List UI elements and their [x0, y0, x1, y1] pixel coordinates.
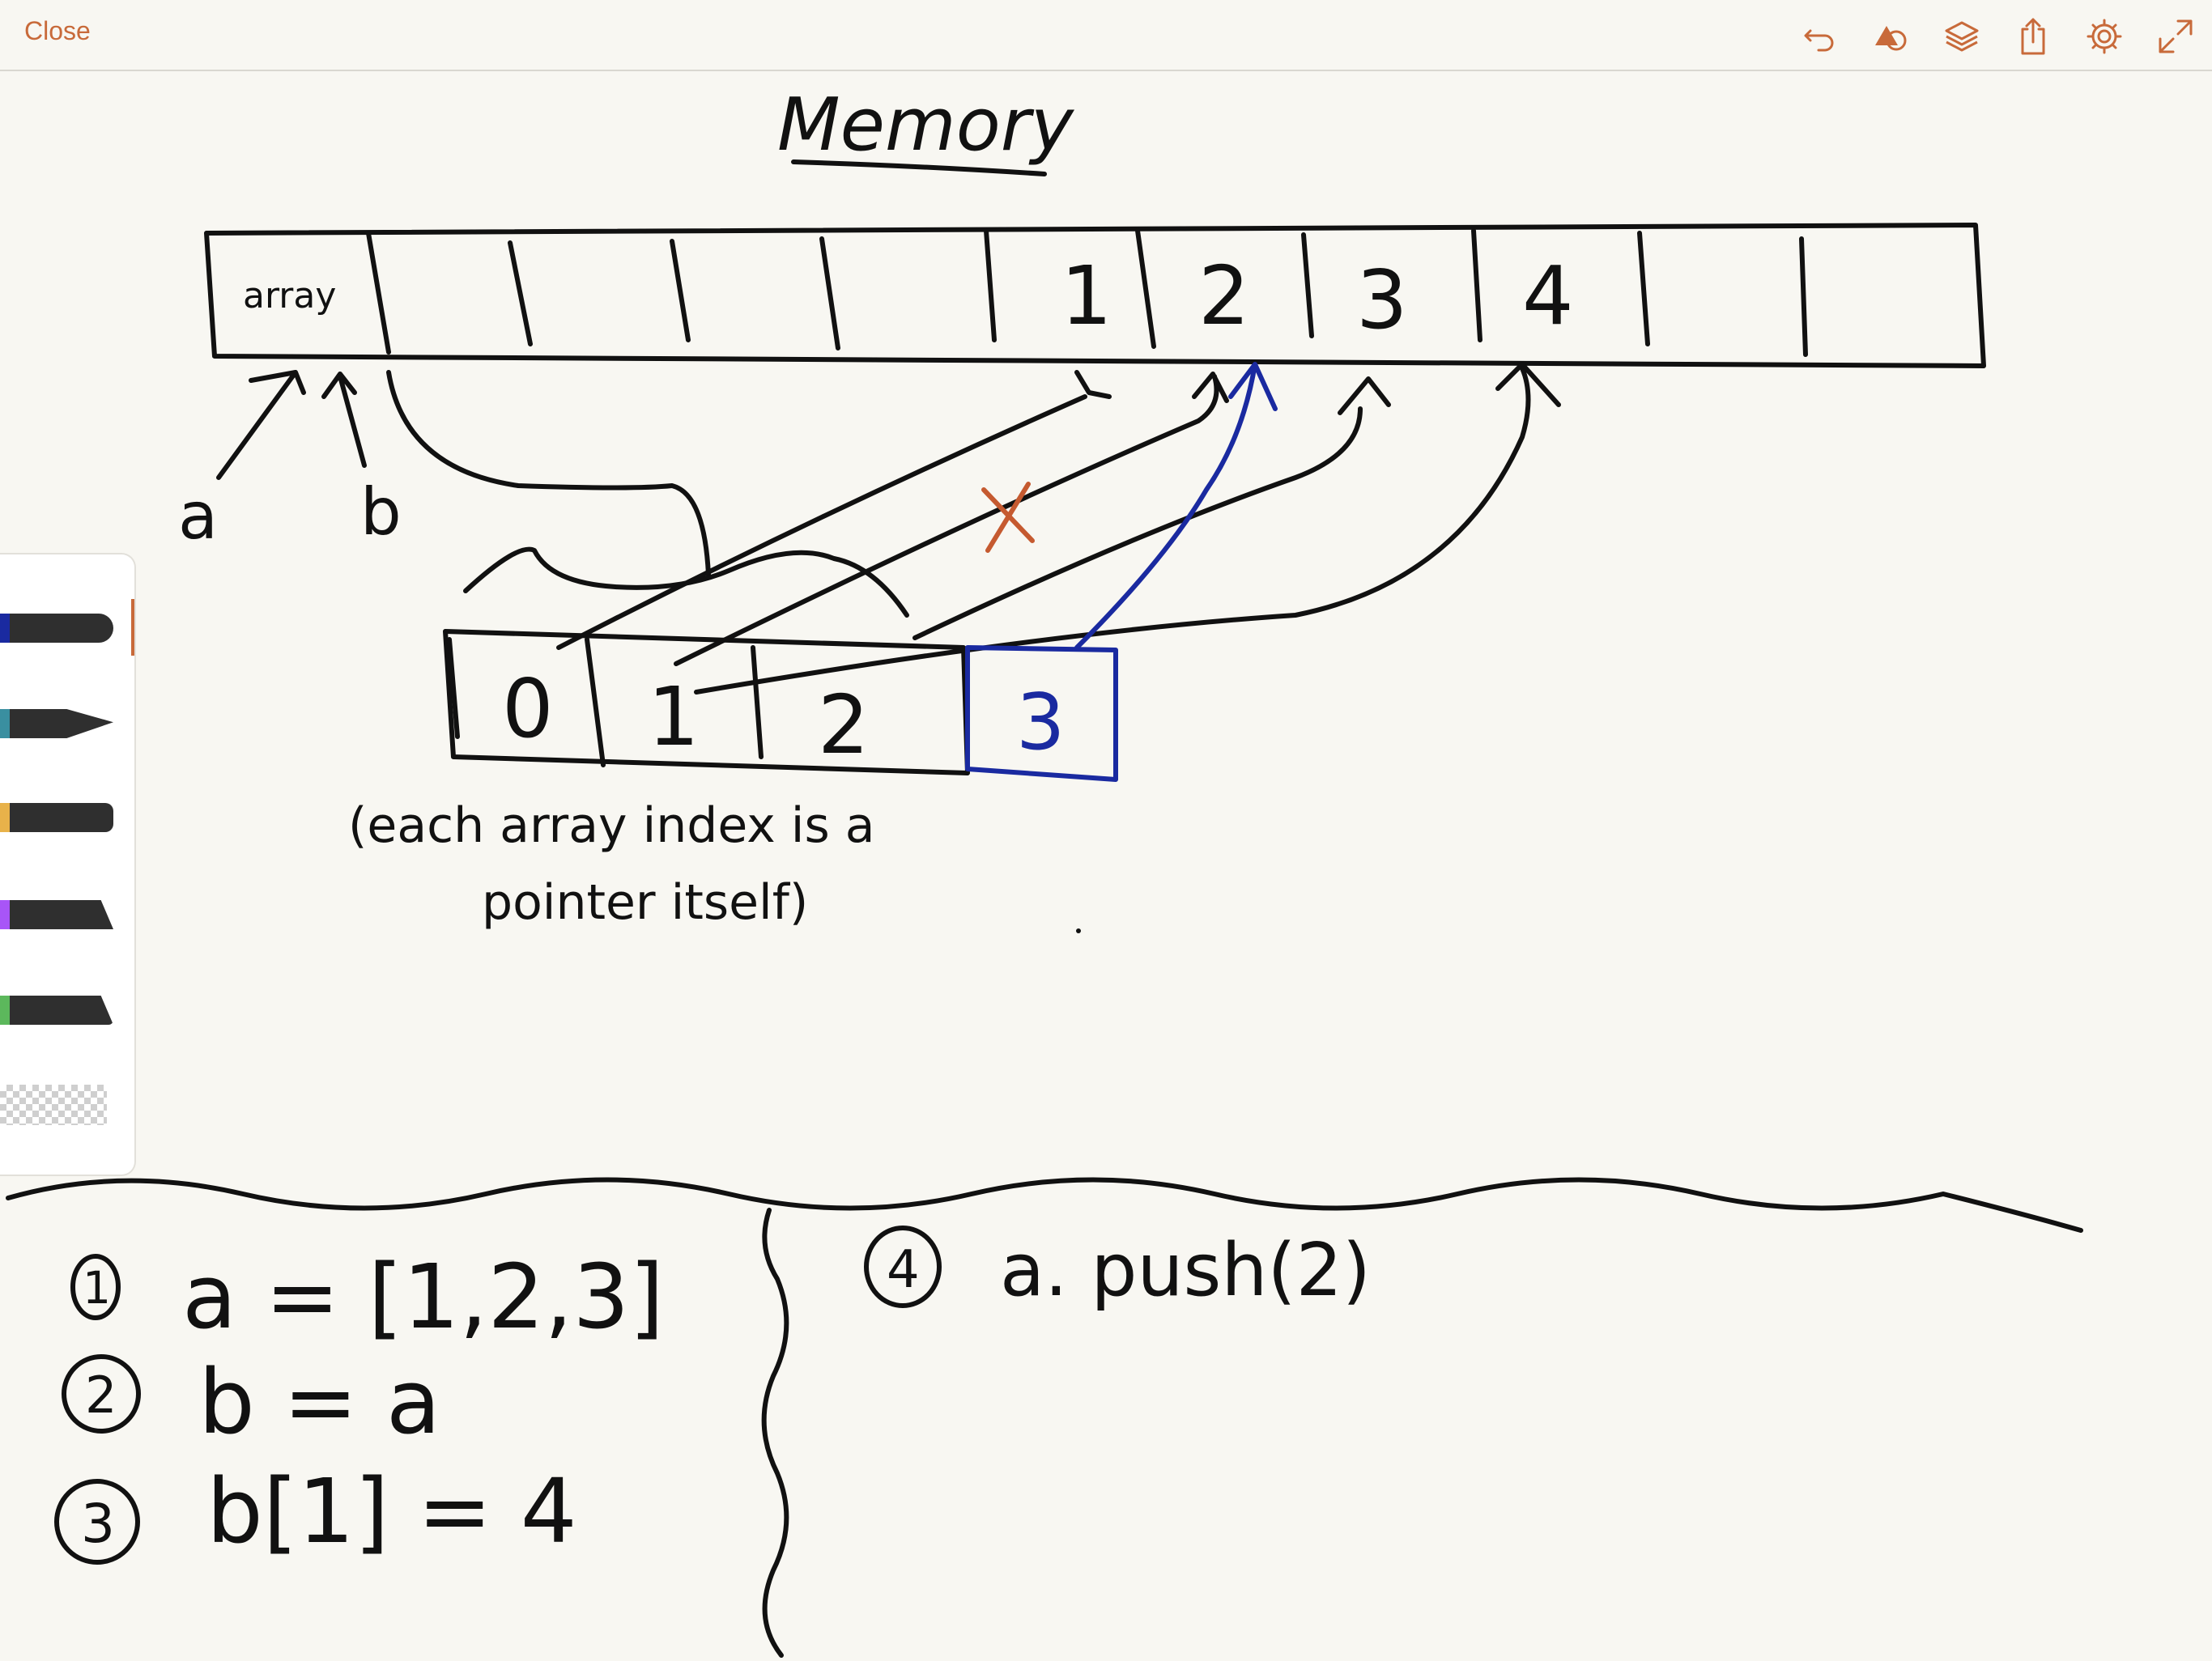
array-cell: 1: [648, 669, 700, 764]
toolbar: Close: [0, 0, 2212, 71]
highlighter-tool[interactable]: [0, 895, 117, 934]
step-number: 3: [81, 1493, 115, 1555]
column-divider: [761, 1208, 789, 1658]
step-code: a = [1,2,3]: [182, 1245, 664, 1349]
pointer-label-b: b: [360, 474, 402, 550]
memory-row: array 1 2 3 4: [204, 223, 1986, 368]
pen-color-swatch: [0, 614, 10, 643]
array-new-cell: 3: [965, 362, 1278, 782]
highlighter-body: [10, 900, 113, 929]
step-code: a. push(2): [1000, 1228, 1371, 1313]
red-x-mark: [981, 482, 1035, 553]
sketch: Memory array 1 2 3 4 a b: [6, 83, 2083, 1658]
array-cell: 3: [1016, 678, 1065, 767]
fullscreen-icon[interactable]: [2155, 16, 2196, 57]
step-code: b[1] = 4: [206, 1459, 577, 1563]
shapes-icon[interactable]: [1870, 16, 1911, 57]
marker-color-swatch: [0, 803, 10, 832]
marker-body: [10, 803, 113, 832]
fountain-pen-color-swatch: [0, 996, 10, 1025]
eraser-tool[interactable]: [0, 1085, 107, 1125]
note-line-1: (each array index is a: [348, 797, 875, 854]
pen-body: [10, 614, 113, 643]
step-number: 1: [83, 1262, 111, 1314]
step-number: 2: [85, 1366, 117, 1425]
undo-icon[interactable]: [1799, 16, 1840, 57]
pointer-arrows: a b: [178, 370, 402, 554]
tool-palette: [0, 553, 136, 1176]
array-cell: 2: [818, 678, 870, 772]
ink-dot: [1076, 928, 1081, 933]
pen-tool[interactable]: [0, 609, 117, 648]
selected-tool-indicator: [131, 599, 134, 656]
memory-cell-value: 2: [1198, 249, 1250, 343]
memory-cell-value: 3: [1356, 253, 1408, 347]
fountain-pen-tool[interactable]: [0, 991, 117, 1030]
step-code: b = a: [198, 1350, 440, 1454]
array-box: 0 1 2: [443, 629, 970, 775]
close-button[interactable]: Close: [24, 16, 91, 45]
note-line-2: pointer itself): [482, 874, 808, 931]
drawing-canvas[interactable]: Memory array 1 2 3 4 a b: [0, 71, 2212, 1658]
fountain-pen-body: [10, 996, 113, 1025]
marker-tool[interactable]: [0, 798, 117, 837]
share-icon[interactable]: [2013, 16, 2053, 57]
layers-icon[interactable]: [1942, 16, 1982, 57]
memory-cell-value: 4: [1522, 249, 1574, 343]
step-number: 4: [887, 1240, 920, 1300]
settings-icon[interactable]: [2084, 16, 2125, 57]
brush-body: [10, 709, 113, 738]
step-list: 1 a = [1,2,3] 2 b = a 3 b[1] = 4 4 a. pu…: [54, 1226, 1371, 1565]
memory-cell-label: array: [243, 275, 336, 316]
memory-cell-value: 1: [1061, 249, 1112, 343]
memory-title: Memory: [777, 83, 1075, 168]
section-divider: [6, 1177, 2083, 1233]
array-cell: 0: [502, 661, 554, 756]
pointer-label-a: a: [178, 478, 218, 554]
connection-curves: [386, 362, 1561, 695]
brush-color-swatch: [0, 709, 10, 738]
highlighter-color-swatch: [0, 900, 10, 929]
title-underline: [791, 159, 1047, 176]
brush-tool[interactable]: [0, 704, 117, 743]
